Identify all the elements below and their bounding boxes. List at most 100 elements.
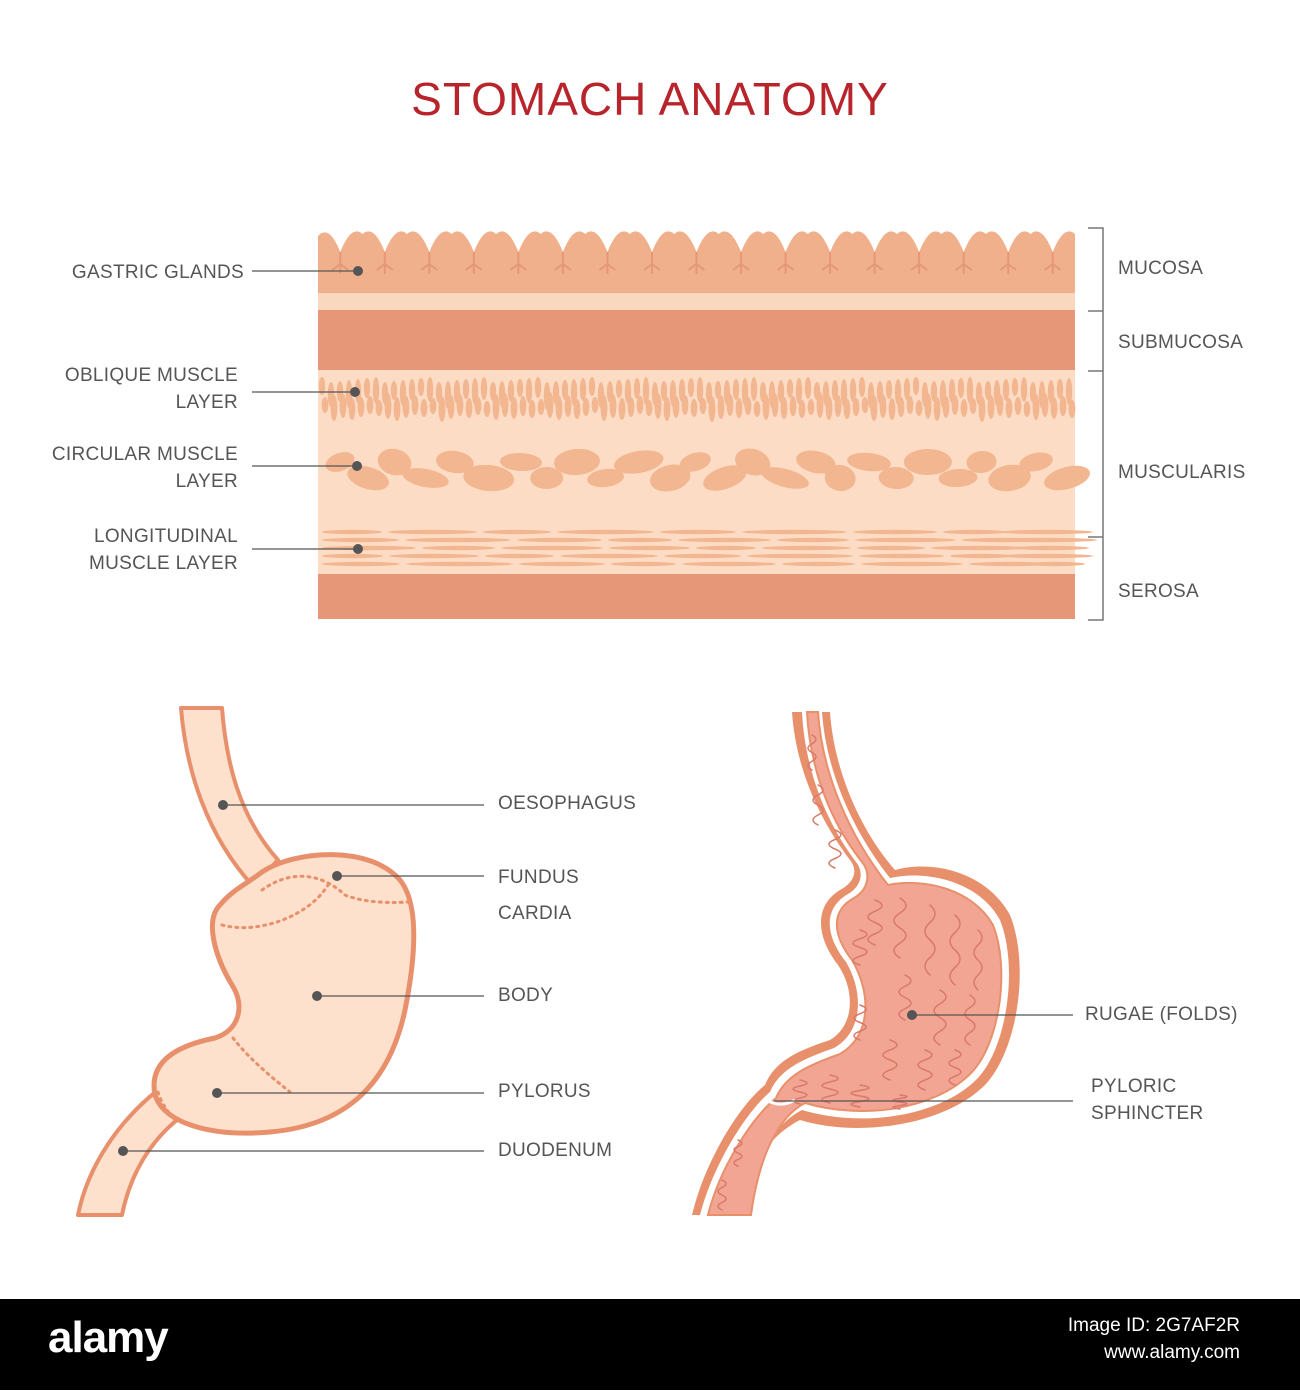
oblique-fiber xyxy=(852,398,860,416)
page-title: STOMACH ANATOMY xyxy=(411,73,889,125)
oblique-fiber xyxy=(726,394,734,416)
gastric-gland xyxy=(732,252,750,274)
oblique-fiber xyxy=(1056,379,1064,399)
submucosa-band xyxy=(318,310,1075,370)
layer-leader-lines xyxy=(252,270,358,550)
oblique-fiber xyxy=(579,378,587,401)
oblique-fiber xyxy=(1023,401,1031,417)
oblique-fiber xyxy=(591,397,599,413)
oblique-fiber xyxy=(930,381,938,402)
label-oblique-line1: OBLIQUE MUSCLE xyxy=(64,365,238,386)
oblique-fiber xyxy=(660,381,668,401)
oblique-fiber xyxy=(966,377,974,404)
oblique-fiber xyxy=(507,380,515,402)
longitudinal-fiber xyxy=(322,529,382,535)
layer-cross-section xyxy=(252,227,1104,621)
oblique-fiber xyxy=(492,394,500,420)
longitudinal-fiber xyxy=(664,553,741,559)
internal-leader-lines xyxy=(774,1014,1073,1102)
oblique-fiber xyxy=(906,396,914,414)
oblique-fiber xyxy=(339,394,347,418)
gastric-gland xyxy=(910,252,928,274)
oblique-fiber xyxy=(885,380,893,399)
gastric-gland xyxy=(598,252,617,274)
oblique-muscle-fibers xyxy=(318,377,1076,422)
oblique-fiber xyxy=(462,379,470,399)
oblique-fiber xyxy=(870,395,878,421)
circular-fiber xyxy=(903,449,952,475)
oblique-fiber xyxy=(426,377,434,402)
oblique-fiber xyxy=(858,377,866,397)
oblique-fiber xyxy=(528,400,536,418)
ruga-fold xyxy=(807,734,817,771)
ruga-fold xyxy=(717,1179,727,1211)
oblique-fiber xyxy=(384,393,392,419)
longitudinal-fiber xyxy=(405,537,511,543)
longitudinal-fiber xyxy=(696,545,756,551)
longitudinal-fiber xyxy=(855,537,956,543)
circular-fiber xyxy=(703,465,747,491)
ruga-fold xyxy=(898,974,912,1021)
oblique-fiber xyxy=(969,398,977,414)
longitudinal-fiber xyxy=(322,553,383,559)
label-mucosa: MUCOSA xyxy=(1118,258,1204,279)
oblique-fiber xyxy=(831,380,839,401)
oblique-fiber xyxy=(573,399,581,419)
circular-fiber xyxy=(679,452,711,472)
oblique-fiber xyxy=(696,377,704,403)
oblique-fiber xyxy=(525,378,533,403)
oblique-fiber xyxy=(750,377,758,401)
oblique-fiber xyxy=(519,396,527,416)
stomach-body xyxy=(151,852,417,1136)
longitudinal-fiber xyxy=(388,529,477,535)
oblique-fiber xyxy=(690,399,698,417)
longitudinal-fiber xyxy=(322,561,400,567)
circular-fiber xyxy=(377,448,412,476)
oblique-fiber xyxy=(663,397,671,421)
oblique-fiber xyxy=(417,378,425,396)
longitudinal-fiber xyxy=(1013,545,1089,551)
label-fundus: FUNDUS xyxy=(498,867,579,888)
oblique-fiber xyxy=(807,399,815,415)
oblique-fiber xyxy=(357,397,365,417)
gastric-gland xyxy=(420,252,438,274)
oblique-fiber xyxy=(609,394,617,418)
serosa-band xyxy=(318,574,1075,619)
oblique-fiber xyxy=(825,396,833,420)
circular-fiber xyxy=(499,452,542,472)
oblique-fiber xyxy=(654,393,662,419)
oblique-fiber xyxy=(924,393,932,419)
circular-fiber xyxy=(614,450,664,474)
oblique-fiber xyxy=(375,400,383,416)
oblique-fiber xyxy=(903,378,911,400)
oblique-fiber xyxy=(318,377,326,395)
longitudinal-fiber xyxy=(861,561,963,567)
oblique-fiber xyxy=(780,397,788,419)
gastric-gland xyxy=(999,252,1017,274)
ruga-fold xyxy=(973,929,983,991)
oblique-fiber xyxy=(804,377,812,399)
longitudinal-fiber xyxy=(422,545,495,551)
oblique-fiber xyxy=(561,380,569,400)
layer-leader-dots xyxy=(350,266,363,554)
oblique-fiber xyxy=(681,395,689,415)
oblique-fiber xyxy=(957,378,965,398)
gastric-gland xyxy=(955,252,973,274)
site-url: www.alamy.com xyxy=(1104,1342,1240,1363)
ruga-fold xyxy=(964,994,976,1046)
internal-leader-dots xyxy=(907,1010,917,1020)
oblique-fiber xyxy=(933,397,941,421)
oblique-fiber xyxy=(465,398,473,418)
oblique-fiber xyxy=(411,395,419,415)
label-pyloric-line1: PYLORIC xyxy=(1091,1076,1177,1097)
oblique-fiber xyxy=(633,378,641,399)
longitudinal-fiber xyxy=(777,537,849,543)
longitudinal-fiber xyxy=(485,553,554,559)
stomach-external xyxy=(76,706,484,1217)
oblique-fiber xyxy=(420,399,428,417)
oblique-fiber xyxy=(1041,393,1049,417)
ruga-fold xyxy=(852,929,868,966)
oblique-fiber xyxy=(735,398,743,418)
